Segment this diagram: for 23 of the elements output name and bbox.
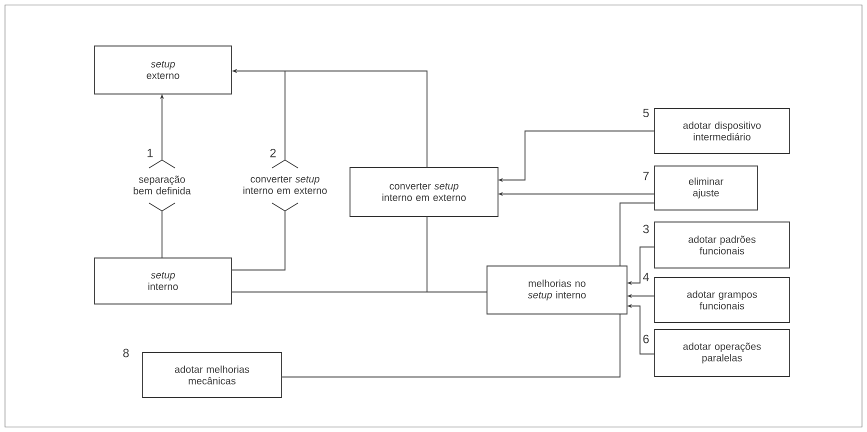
callout-number: 1 bbox=[148, 148, 153, 158]
process-box: adotar operações paralelas bbox=[654, 329, 790, 377]
callout-number: 3 bbox=[643, 224, 649, 234]
callout-number: 6 bbox=[643, 334, 649, 344]
process-box: setup externo bbox=[94, 46, 232, 94]
connector bbox=[232, 202, 298, 270]
callout-number: 4 bbox=[642, 272, 649, 282]
process-box: setup interno bbox=[94, 258, 232, 304]
process-box: eliminar ajuste bbox=[654, 166, 758, 210]
connector bbox=[282, 314, 620, 378]
process-box: converter setup interno em externo bbox=[350, 167, 498, 217]
callout-number: 2 bbox=[270, 148, 276, 158]
process-box: adotar padrões funcionais bbox=[654, 222, 790, 268]
connector bbox=[148, 202, 176, 258]
process-box: adotar dispositivo intermediário bbox=[654, 108, 790, 154]
callout-number: 7 bbox=[643, 172, 649, 180]
connector bbox=[620, 202, 656, 266]
process-box: adotar grampos funcionais bbox=[654, 277, 790, 323]
callout-number: 8 bbox=[123, 348, 129, 358]
process-box: melhorias no setup interno bbox=[486, 266, 628, 314]
process-label: converter setup interno em externo bbox=[243, 176, 327, 194]
process-box: adotar melhorias mecânicas bbox=[142, 352, 282, 398]
process-label: separação bem definida bbox=[134, 176, 191, 194]
